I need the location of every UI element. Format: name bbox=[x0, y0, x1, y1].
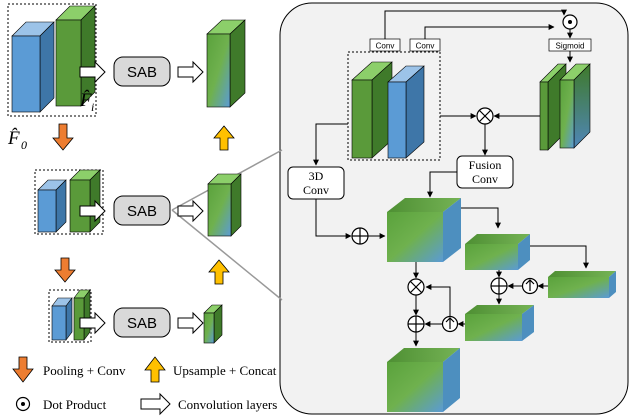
conv-label-2: Conv bbox=[416, 42, 435, 51]
conv-arrow-5 bbox=[79, 311, 106, 335]
legend-conv-label: Convolution layers bbox=[178, 397, 277, 412]
legend-upsample-label: Upsample + Concat bbox=[173, 363, 277, 378]
conv-arrow-3 bbox=[79, 199, 106, 223]
legend-upsample-icon bbox=[144, 356, 166, 383]
output-block-level3 bbox=[203, 304, 223, 344]
f-i-subscript: i bbox=[91, 100, 94, 114]
legend-dot-label: Dot Product bbox=[43, 397, 107, 412]
input-feature-stack bbox=[347, 51, 441, 161]
conv-label-1: Conv bbox=[376, 42, 395, 51]
multiply-icon bbox=[407, 278, 425, 296]
sab-label-2: SAB bbox=[127, 203, 157, 220]
3d-conv-line2: Conv bbox=[303, 183, 329, 197]
sab-label-1: SAB bbox=[127, 64, 157, 81]
sab-block-1 bbox=[113, 56, 171, 87]
f-i-label: F̂ bbox=[79, 90, 92, 111]
3d-conv-line1: 3D bbox=[309, 169, 324, 183]
dot-product-icon bbox=[562, 14, 578, 30]
fusion-conv-line1: Fusion bbox=[469, 158, 502, 172]
output-block-level2 bbox=[207, 173, 242, 237]
legend-conv-icon bbox=[140, 392, 171, 416]
upsample-icon bbox=[441, 315, 459, 333]
conv-arrow-2 bbox=[177, 60, 204, 84]
feature-cube-small bbox=[548, 271, 616, 298]
sab-block-3 bbox=[113, 307, 171, 338]
sab-block-2 bbox=[113, 195, 171, 226]
conv-arrow-4 bbox=[177, 199, 204, 223]
input-stack-level1 bbox=[7, 3, 97, 117]
fusion-conv-line2: Conv bbox=[472, 172, 498, 186]
sigmoid-label: Sigmoid bbox=[556, 42, 585, 51]
f-0-label: F̂ bbox=[7, 128, 20, 149]
pooling-arrow-2 bbox=[54, 257, 76, 283]
attention-maps bbox=[539, 63, 591, 151]
add-icon bbox=[490, 277, 508, 295]
conv-arrow-1 bbox=[79, 60, 106, 84]
add-icon bbox=[407, 315, 425, 333]
output-block-level1 bbox=[206, 19, 246, 108]
feature-cube-medium-2 bbox=[465, 305, 534, 341]
input-stack-level3 bbox=[48, 289, 92, 343]
f-0-subscript: 0 bbox=[21, 138, 27, 152]
zoom-line-bottom bbox=[171, 209, 283, 301]
legend-pooling-icon bbox=[12, 356, 34, 383]
pooling-arrow-1 bbox=[52, 123, 74, 151]
feature-cube-large-output bbox=[387, 348, 460, 412]
feature-cube-medium-1 bbox=[465, 234, 530, 270]
sab-label-3: SAB bbox=[127, 315, 157, 332]
upsample-arrow-1 bbox=[213, 125, 235, 151]
add-icon bbox=[351, 227, 369, 245]
legend-pooling-label: Pooling + Conv bbox=[43, 363, 126, 378]
input-stack-level2 bbox=[34, 169, 104, 235]
feature-cube-large-1 bbox=[387, 198, 461, 262]
multiply-icon bbox=[476, 107, 494, 125]
upsample-arrow-2 bbox=[208, 259, 230, 285]
upsample-icon bbox=[521, 277, 539, 295]
legend-dot-icon bbox=[15, 396, 31, 412]
conv-arrow-6 bbox=[177, 311, 204, 335]
